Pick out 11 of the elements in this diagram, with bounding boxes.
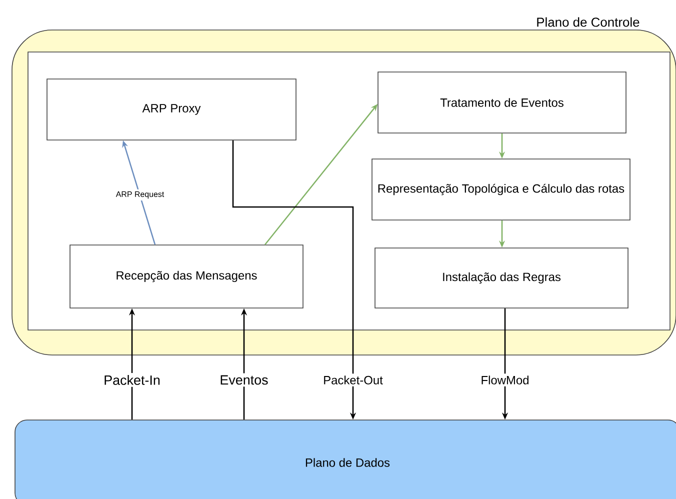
process-box: Representação Topológica e Cálculo das rotas <box>372 158 630 220</box>
process-box: Tratamento de Eventos <box>378 72 626 134</box>
process-box: ARP Proxy <box>46 78 296 140</box>
process-box: Instalação das Regras <box>374 248 628 308</box>
data-plane-panel: Plano de Dados <box>14 420 676 499</box>
edge-label: Packet-In <box>102 373 162 387</box>
edge-label: FlowMod <box>478 374 532 386</box>
edge-label: Eventos <box>218 373 270 387</box>
process-box: Recepção das Mensagens <box>70 244 304 308</box>
node-label: Plano de Controle <box>537 17 640 27</box>
edge-label: Packet-Out <box>321 374 385 386</box>
